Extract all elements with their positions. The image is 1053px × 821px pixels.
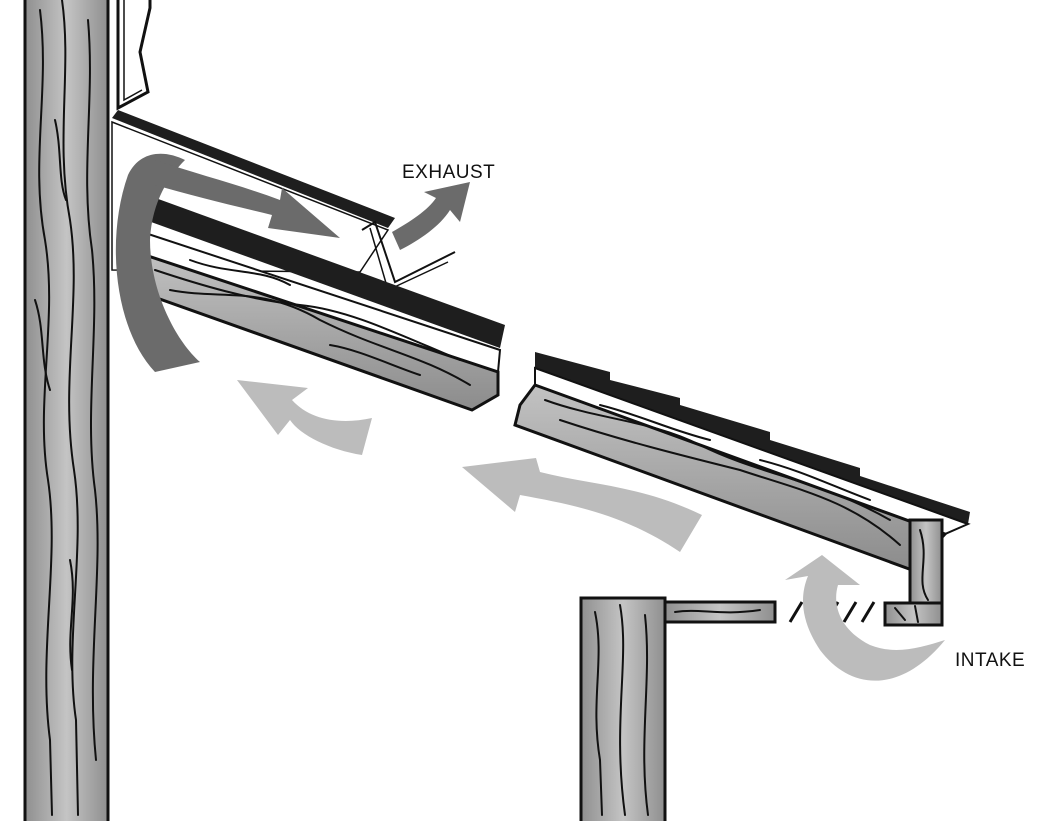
- exhaust-airflow: [115, 153, 470, 372]
- upper-wall-trim: [116, 0, 152, 111]
- fascia-board: [883, 518, 944, 627]
- lower-rafter: [513, 352, 971, 572]
- soffit-board: [663, 600, 777, 624]
- intake-airflow: [237, 380, 945, 681]
- exhaust-arrow-curve: [115, 153, 200, 372]
- exhaust-arrow-out: [392, 182, 470, 250]
- exhaust-label: EXHAUST: [402, 162, 495, 183]
- wall-stud-left: [23, 0, 110, 821]
- intake-label: INTAKE: [955, 650, 1025, 671]
- intake-arrow-upper: [237, 380, 372, 455]
- intake-arrow-upturn: [785, 555, 945, 681]
- upper-rafter: [127, 196, 505, 412]
- intake-arrow-mid: [462, 458, 702, 552]
- exhaust-arrow-under-vent: [155, 160, 340, 238]
- wall-stud-lower: [579, 596, 667, 821]
